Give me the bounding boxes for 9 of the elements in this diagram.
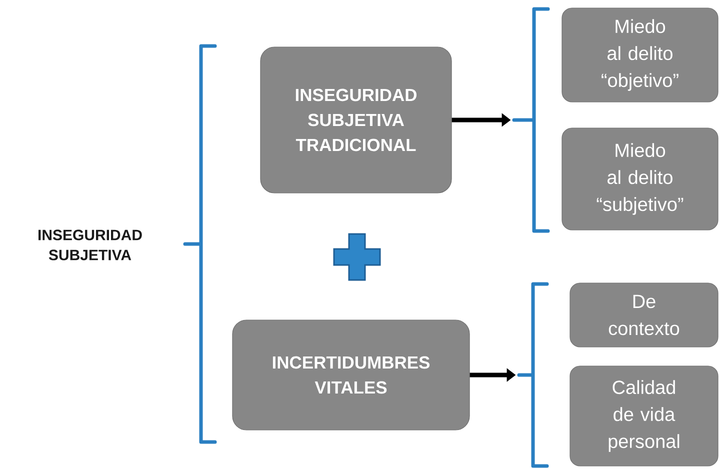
heading-text: INSEGURIDAD SUBJETIVA (38, 230, 142, 260)
concept-box: INCERTIDUMBRES VITALES (232, 320, 470, 430)
concept-box: INSEGURIDAD SUBJETIVA TRADICIONAL (260, 46, 452, 194)
item-box: Miedo al delito “subjetivo” (562, 128, 718, 230)
bracket (512, 7, 550, 233)
item-box: Miedo al delito “objetivo” (562, 8, 718, 102)
item-box: Calidad de vida personal (570, 366, 718, 466)
bracket (517, 282, 549, 468)
item-box: De contexto (570, 282, 718, 348)
